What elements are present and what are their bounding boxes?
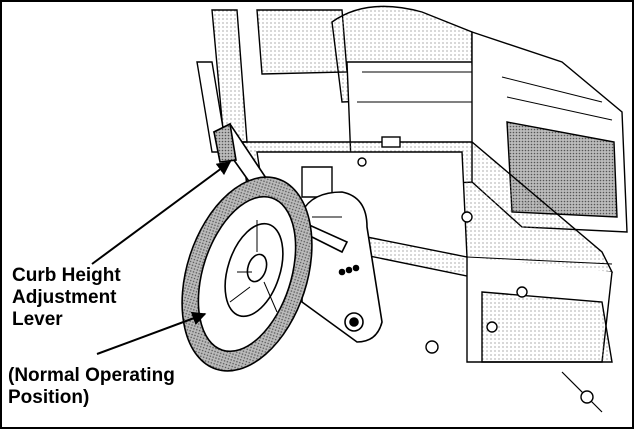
mower-deck — [241, 136, 614, 413]
lever-callout-line1: Curb Height — [12, 265, 121, 286]
wheel-bracket — [301, 191, 383, 343]
leader-lines — [91, 161, 232, 355]
wheel — [181, 176, 313, 372]
position-callout-line2: Position) — [8, 387, 90, 408]
position-callout: (Normal Operating Position) — [8, 365, 175, 409]
lever-callout: Curb Height Adjustment Lever — [12, 265, 121, 331]
lever-callout-line3: Lever — [12, 309, 63, 330]
position-callout-line1: (Normal Operating — [8, 365, 175, 386]
lever-callout-line2: Adjustment — [12, 287, 117, 308]
engine-housing — [196, 5, 628, 233]
